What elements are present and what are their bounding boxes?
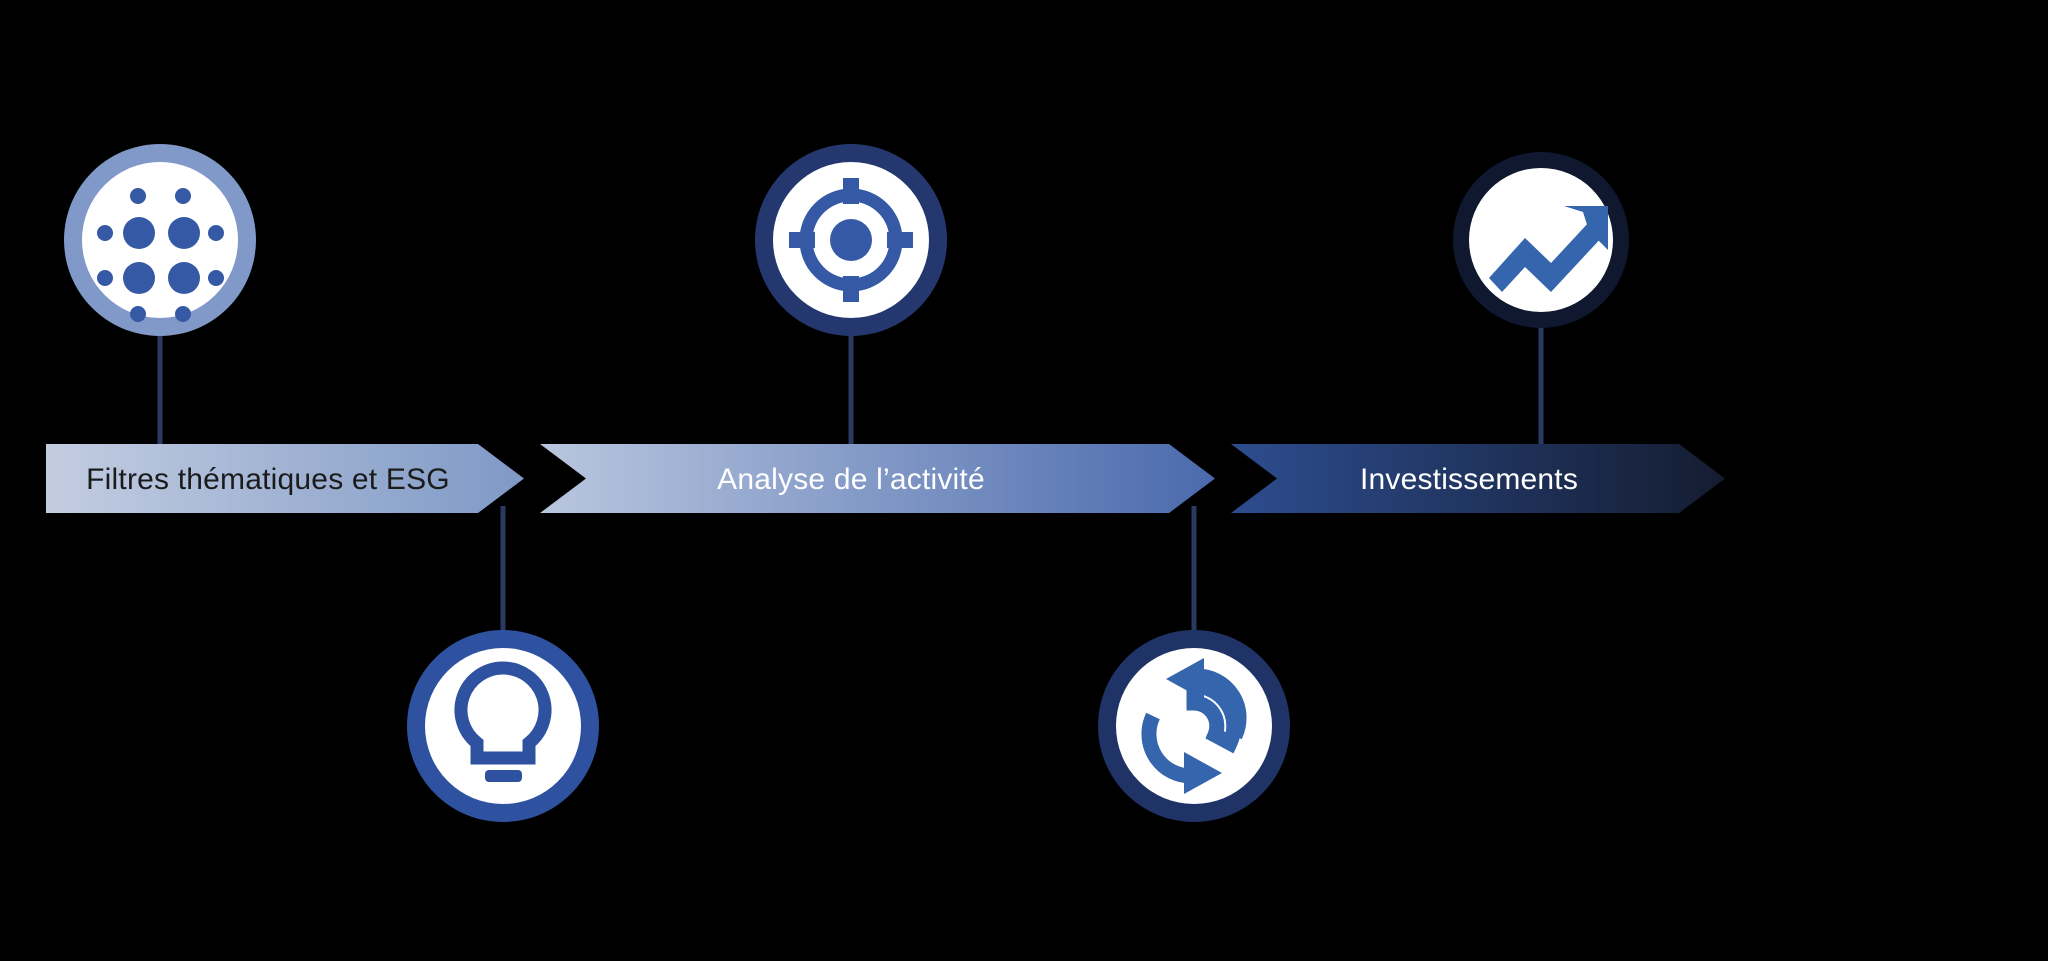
lightbulb-icon bbox=[454, 661, 552, 782]
timeline-labels: Filtres thématiques et ESG Analyse de l’… bbox=[86, 463, 1578, 496]
target-crosshair-icon bbox=[789, 178, 913, 302]
timeline-banner bbox=[46, 444, 1725, 513]
connector-group bbox=[157, 318, 1544, 640]
sync-refresh-icon bbox=[1141, 658, 1247, 794]
node-sub-1[interactable] bbox=[407, 630, 599, 822]
node-step-1[interactable] bbox=[64, 144, 256, 336]
trending-up-arrow-icon bbox=[1489, 206, 1608, 292]
timeline-segment-3[interactable] bbox=[1231, 444, 1725, 513]
node-step-3[interactable] bbox=[1453, 152, 1629, 328]
node-step-2[interactable] bbox=[755, 144, 947, 336]
timeline-segment-3-label: Investissements bbox=[1360, 463, 1578, 496]
dot-grid-icon bbox=[97, 188, 224, 322]
timeline-segment-2[interactable] bbox=[540, 444, 1215, 513]
node-sub-2[interactable] bbox=[1098, 630, 1290, 822]
timeline-segment-1[interactable] bbox=[46, 444, 524, 513]
timeline-segment-1-label: Filtres thématiques et ESG bbox=[86, 463, 450, 496]
timeline-segment-2-label: Analyse de l’activité bbox=[717, 463, 985, 496]
